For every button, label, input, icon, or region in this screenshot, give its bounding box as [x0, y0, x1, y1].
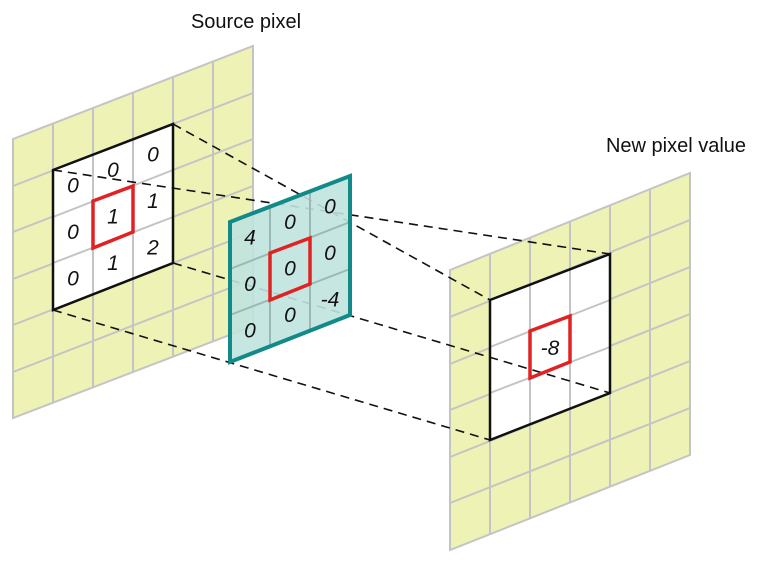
- source-value: 0: [147, 144, 159, 167]
- kernel-value: 0: [284, 211, 296, 234]
- source-value: 0: [67, 221, 79, 244]
- kernel-value: 4: [244, 227, 256, 250]
- new-pixel-value-label: New pixel value: [606, 135, 746, 157]
- kernel-value: 0: [244, 320, 256, 343]
- kernel-value: 0: [284, 258, 296, 281]
- result-value: -8: [541, 337, 560, 360]
- kernel-value: -4: [321, 289, 340, 312]
- kernel-values: 4 0 0 0 0 0 0 0 -4: [244, 196, 339, 343]
- source-value: 0: [67, 175, 79, 198]
- source-values: 0 0 0 0 1 1 0 1 2: [67, 144, 159, 291]
- source-center-highlight: [91, 183, 135, 251]
- source-value: 1: [107, 252, 119, 275]
- kernel-center-highlight: [268, 235, 312, 303]
- kernel-value: 0: [324, 242, 336, 265]
- kernel-value: 0: [244, 273, 256, 296]
- kernel-value: 0: [284, 304, 296, 327]
- result-center-highlight: [528, 313, 572, 381]
- result-window-fill: [490, 254, 610, 440]
- source-value: 0: [67, 268, 79, 291]
- source-pixel-label: Source pixel: [191, 11, 301, 33]
- source-value: 1: [107, 206, 119, 229]
- kernel-fill: [230, 176, 350, 362]
- kernel-value: 0: [324, 196, 336, 219]
- source-value: 0: [107, 159, 119, 182]
- source-window-fill: [53, 124, 173, 310]
- source-value: 2: [146, 237, 159, 260]
- source-image-plane: [12, 44, 254, 420]
- source-value: 1: [147, 190, 159, 213]
- kernel-outline: [228, 173, 352, 365]
